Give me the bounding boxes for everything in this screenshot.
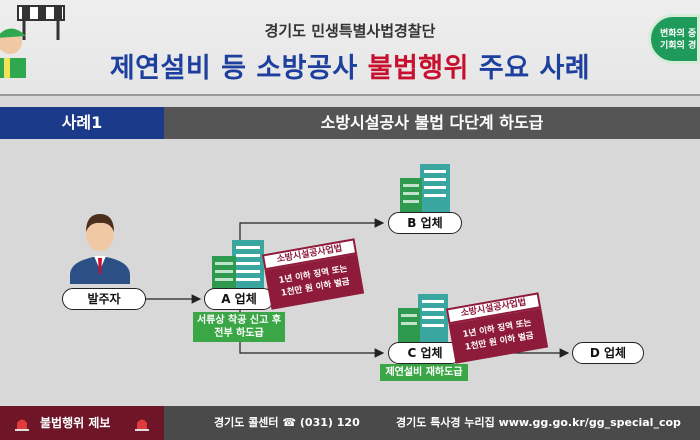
company-c-node: C 업체 <box>388 342 462 364</box>
client-node: 발주자 <box>62 288 146 310</box>
case-label: 사례1 <box>0 107 164 139</box>
header: 경기도 민생특별사법경찰단 제연설비 등 소방공사 불법행위 주요 사례 변화의… <box>0 0 700 96</box>
case-title: 소방시설공사 불법 다단계 하도급 <box>320 113 544 132</box>
company-a-note-line-1: 서류상 착공 신고 후 <box>196 315 282 326</box>
callcenter-info: 경기도 콜센터 ☎ (031) 120 <box>214 416 360 429</box>
footer: 불법행위 제보 경기도 콜센터 ☎ (031) 120 경기도 특사경 누리집 … <box>0 406 700 440</box>
title-highlight: 불법행위 <box>367 53 469 84</box>
company-d-node: D 업체 <box>572 342 644 364</box>
company-a-note-line-2: 전부 하도급 <box>214 328 264 339</box>
slogan-badge: 변화의 중 기회의 경 <box>648 14 700 64</box>
title-part-2: 주요 사례 <box>478 53 591 84</box>
client-person-icon <box>70 214 130 284</box>
building-icon-c <box>398 294 448 344</box>
badge-line-1: 변화의 중 <box>660 29 697 39</box>
company-b-node: B 업체 <box>388 212 462 234</box>
report-button[interactable]: 불법행위 제보 <box>0 406 164 440</box>
title-part-1: 제연설비 등 소방공사 <box>109 53 358 84</box>
building-icon-b <box>400 164 450 214</box>
subcontract-diagram: 발주자 A 업체 B 업체 C 업체 D 업체 서류상 착공 신고 후 전부 하… <box>0 150 700 400</box>
company-a-node: A 업체 <box>204 288 274 310</box>
badge-line-2: 기회의 경 <box>660 41 697 51</box>
organization-name: 경기도 민생특별사법경찰단 <box>264 22 436 40</box>
siren-icon-right <box>135 419 149 431</box>
page-title: 제연설비 등 소방공사 불법행위 주요 사례 <box>0 46 700 85</box>
report-label: 불법행위 제보 <box>40 416 111 430</box>
siren-icon-left <box>15 419 29 431</box>
case-bar: 사례1 소방시설공사 불법 다단계 하도급 <box>0 107 700 139</box>
company-c-note: 제연설비 재하도급 <box>380 364 468 381</box>
website-link[interactable]: 경기도 특사경 누리집 www.gg.go.kr/gg_special_cop <box>396 416 681 429</box>
company-a-note: 서류상 착공 신고 후 전부 하도급 <box>193 312 285 342</box>
construction-worker-icon <box>0 5 65 78</box>
